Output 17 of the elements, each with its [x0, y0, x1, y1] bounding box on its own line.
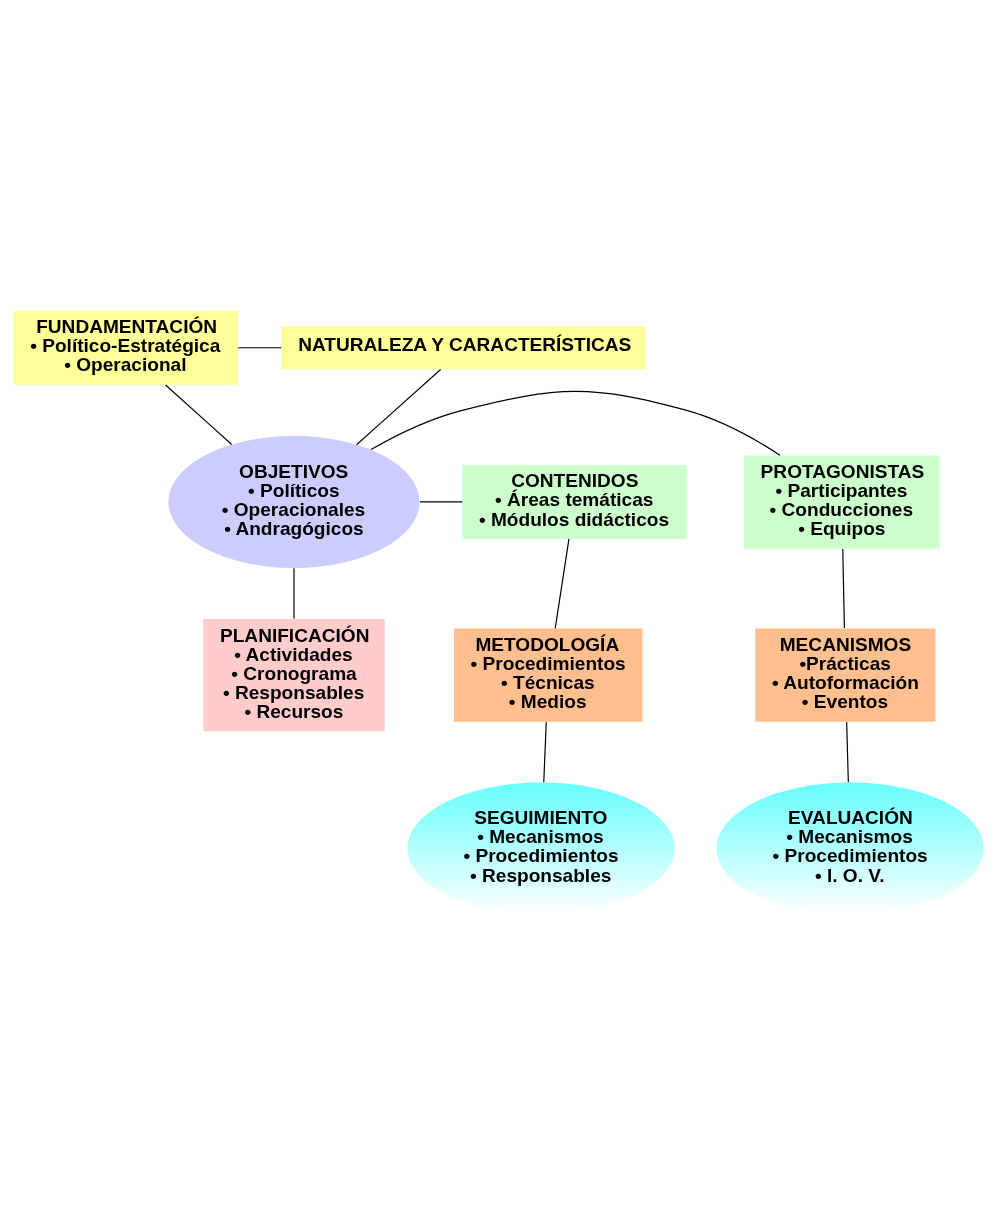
connector — [419, 501, 463, 503]
node-box: METODOLOGÍA • Procedimientos • Técnicas • Medios — [453, 628, 643, 722]
connector — [165, 384, 233, 446]
node-box: PROTAGONISTAS • Participantes • Conducciones • Equipos — [743, 455, 940, 549]
connector — [355, 368, 442, 446]
node-box: PLANIFICACIÓN • Actividades • Cronograma • Responsables • Recursos — [203, 619, 385, 732]
connector — [370, 390, 781, 456]
node-box: FUNDAMENTACIÓN • Político-Estratégica • Operacional — [13, 310, 238, 385]
node-box: MECANISMOS •Prácticas • Autoformación • Eventos — [755, 628, 936, 722]
connector — [846, 721, 849, 783]
node-box: CONTENIDOS • Áreas temáticas • Módulos didácticos — [462, 464, 687, 539]
node-ellipse: OBJETIVOS • Políticos • Operacionales • Andragógicos — [168, 435, 420, 568]
connector — [554, 538, 570, 630]
connector — [237, 347, 282, 349]
connector — [543, 721, 547, 783]
node-box: NATURALEZA Y CARACTERÍSTICAS — [281, 326, 646, 370]
connector — [842, 548, 845, 629]
